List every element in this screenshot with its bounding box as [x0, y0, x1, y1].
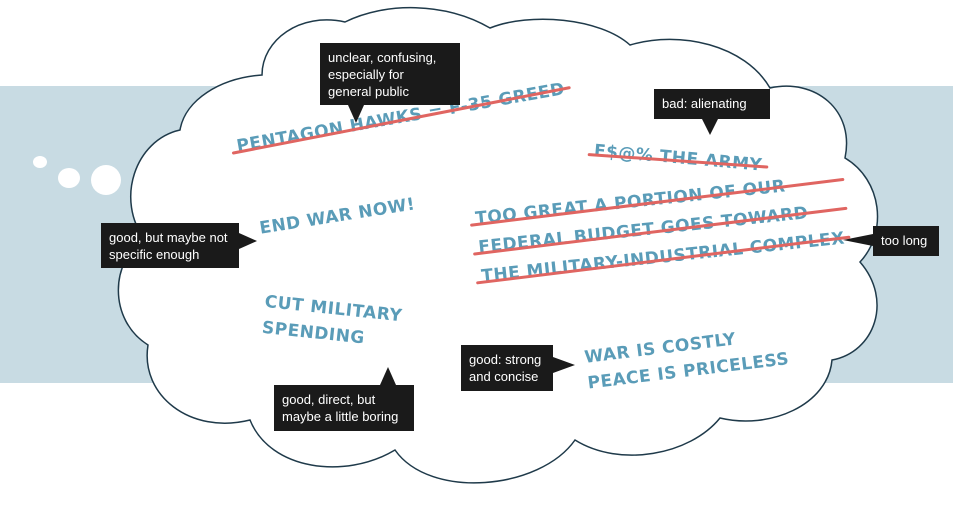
- note-pointer: [843, 234, 873, 246]
- thought-bubble-medium: [58, 168, 80, 188]
- note-unclear: unclear, confusing, especially for gener…: [320, 43, 460, 123]
- note-text: too long: [881, 233, 928, 248]
- note-text: unclear, confusing, especially for gener…: [328, 50, 437, 99]
- note-boring: good, direct, but maybe a little boring: [274, 367, 414, 431]
- note-alienating: bad: alienating: [654, 89, 770, 135]
- thought-bubble-small: [33, 156, 47, 168]
- note-text: good, direct, but maybe a little boring: [282, 392, 399, 424]
- note-text: good: strong and concise: [469, 352, 542, 384]
- note-strong: good: strong and concise: [461, 345, 575, 391]
- note-text: bad: alienating: [662, 96, 747, 111]
- note-text: good, but maybe not specific enough: [109, 230, 228, 262]
- note-pointer: [239, 233, 257, 249]
- note-pointer: [380, 367, 396, 385]
- note-not-specific: good, but maybe not specific enough: [101, 223, 257, 268]
- thought-bubble-large: [91, 165, 121, 195]
- note-too-long: too long: [843, 226, 939, 256]
- note-pointer: [553, 357, 575, 373]
- note-pointer: [702, 119, 718, 135]
- note-pointer: [348, 105, 364, 123]
